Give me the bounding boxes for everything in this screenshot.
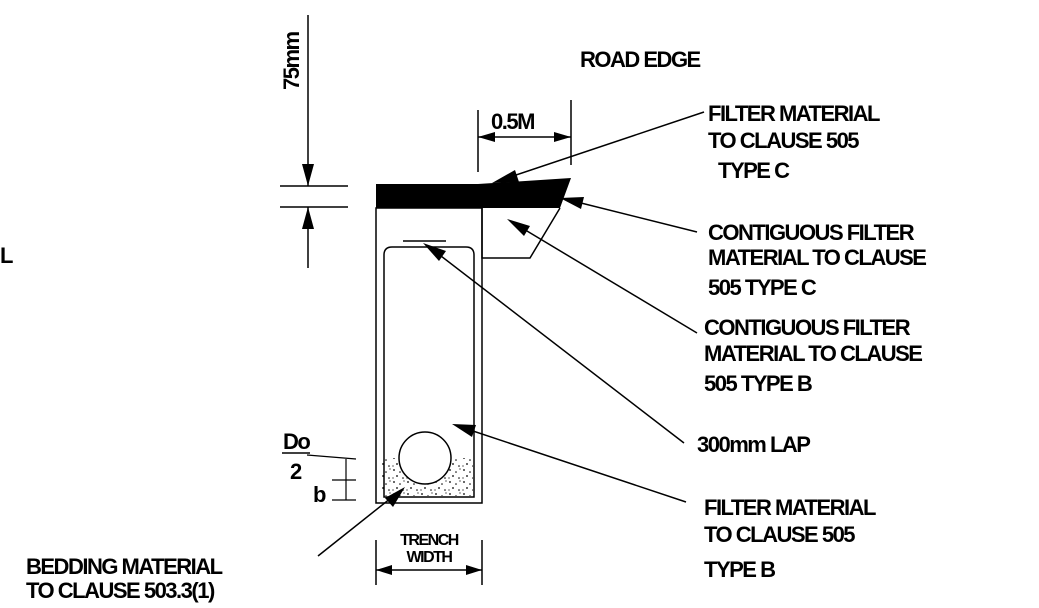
svg-text:TO CLAUSE 505: TO CLAUSE 505: [708, 128, 859, 153]
svg-text:TO CLAUSE 503.3(1): TO CLAUSE 503.3(1): [26, 578, 215, 603]
two-label: 2: [290, 459, 302, 484]
pipe: [398, 431, 452, 485]
road-edge-label: ROAD EDGE: [580, 47, 701, 72]
svg-text:CONTIGUOUS FILTER: CONTIGUOUS FILTER: [704, 315, 911, 340]
callout-300mm-lap: 300mm LAP: [697, 432, 810, 457]
dimension-do-b: Do 2 b: [282, 429, 357, 507]
leaders: [317, 111, 705, 557]
svg-text:MATERIAL TO CLAUSE: MATERIAL TO CLAUSE: [708, 245, 926, 270]
callout-filter-type-b: FILTER MATERIAL TO CLAUSE 505 TYPE B: [704, 495, 878, 582]
svg-text:FILTER MATERIAL: FILTER MATERIAL: [704, 495, 876, 520]
svg-text:TO CLAUSE 505: TO CLAUSE 505: [704, 522, 855, 547]
trench-outline: [375, 207, 483, 504]
dimension-trench-width: TRENCH WIDTH: [375, 532, 483, 585]
trench-width-line-2: WIDTH: [407, 549, 453, 566]
svg-text:MATERIAL TO CLAUSE: MATERIAL TO CLAUSE: [704, 341, 922, 366]
svg-text:BEDDING MATERIAL: BEDDING MATERIAL: [26, 554, 223, 579]
callout-filter-type-c: FILTER MATERIAL TO CLAUSE 505 TYPE C: [708, 101, 882, 183]
callout-contiguous-type-c: CONTIGUOUS FILTER MATERIAL TO CLAUSE 505…: [708, 220, 928, 300]
dim-05m-label: 0.5M: [491, 109, 534, 134]
trench-width-line-1: TRENCH: [400, 532, 459, 549]
dimension-75mm: 75mm: [279, 15, 348, 268]
svg-text:TYPE B: TYPE B: [704, 557, 775, 582]
svg-text:505 TYPE B: 505 TYPE B: [704, 371, 812, 396]
geotextile-wrap: [383, 246, 475, 498]
svg-text:505 TYPE C: 505 TYPE C: [708, 275, 817, 300]
b-label: b: [313, 482, 326, 507]
dimension-05m: 0.5M: [477, 100, 572, 172]
callout-bedding-material: BEDDING MATERIAL TO CLAUSE 503.3(1): [26, 554, 224, 603]
svg-text:FILTER MATERIAL: FILTER MATERIAL: [708, 101, 880, 126]
edge-fragment-label: L: [0, 243, 13, 268]
do-label: Do: [283, 429, 310, 454]
callout-contiguous-type-b: CONTIGUOUS FILTER MATERIAL TO CLAUSE 505…: [704, 315, 924, 396]
svg-text:CONTIGUOUS FILTER: CONTIGUOUS FILTER: [708, 220, 915, 245]
svg-text:TYPE C: TYPE C: [718, 158, 790, 183]
road-surface: [376, 178, 571, 208]
dim-75mm-label: 75mm: [279, 31, 304, 90]
